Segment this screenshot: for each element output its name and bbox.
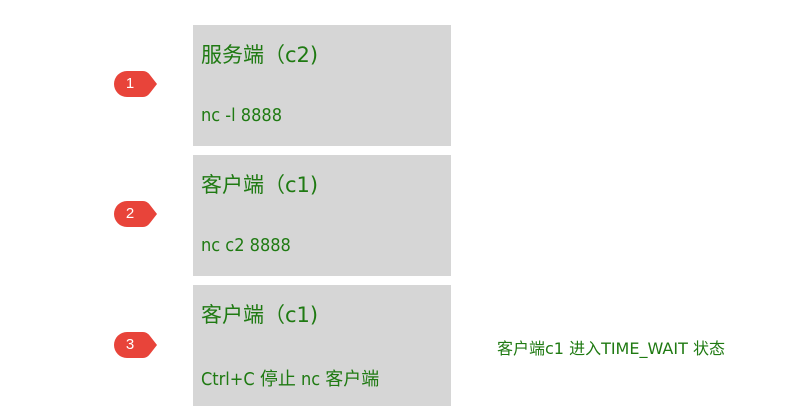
step-1-badge: 1: [113, 70, 159, 98]
step-1-number: 1: [125, 75, 135, 92]
step-2-box: 客户端（c1) nc c2 8888: [193, 155, 451, 276]
step-2-command: nc c2 8888: [201, 235, 291, 256]
step-3-number: 3: [125, 336, 135, 353]
badge-shape-icon: [114, 201, 157, 227]
step-3-command: Ctrl+C 停止 nc 客户端: [201, 369, 380, 390]
step-3-title: 客户端（c1): [201, 303, 319, 327]
step-2-number: 2: [125, 205, 135, 222]
step-1-box: 服务端（c2) nc -l 8888: [193, 25, 451, 146]
step-1-title: 服务端（c2): [201, 43, 319, 67]
badge-shape-icon: [114, 332, 157, 358]
step-2-title: 客户端（c1): [201, 173, 319, 197]
step-3-box: 客户端（c1) Ctrl+C 停止 nc 客户端: [193, 285, 451, 406]
step-1-command: nc -l 8888: [201, 105, 282, 126]
step-2-badge: 2: [113, 200, 159, 228]
badge-shape-icon: [114, 71, 157, 97]
time-wait-note: 客户端c1 进入TIME_WAIT 状态: [497, 339, 725, 358]
step-3-badge: 3: [113, 331, 159, 359]
